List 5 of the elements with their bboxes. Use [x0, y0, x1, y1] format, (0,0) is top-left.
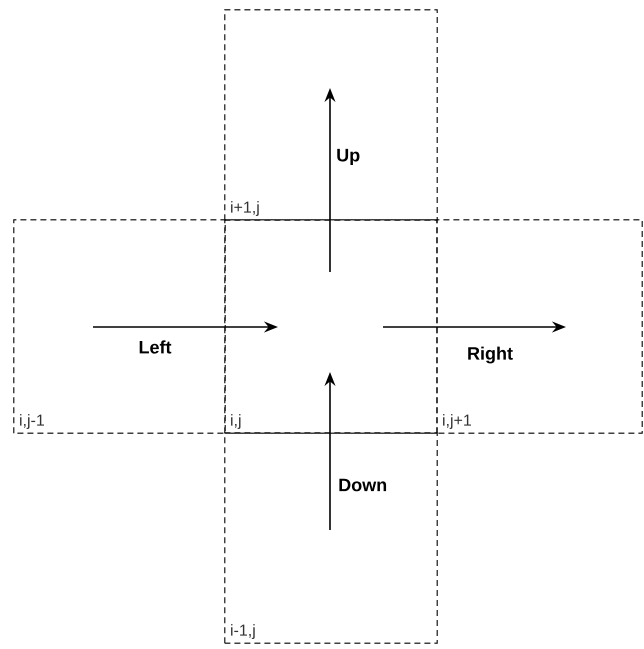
edge-label: Down — [339, 478, 386, 492]
edge-label: Up — [337, 148, 360, 166]
edge-label: Right — [468, 346, 513, 364]
grid-cell: i,j — [224, 219, 438, 434]
edge-label: Left — [140, 340, 172, 354]
